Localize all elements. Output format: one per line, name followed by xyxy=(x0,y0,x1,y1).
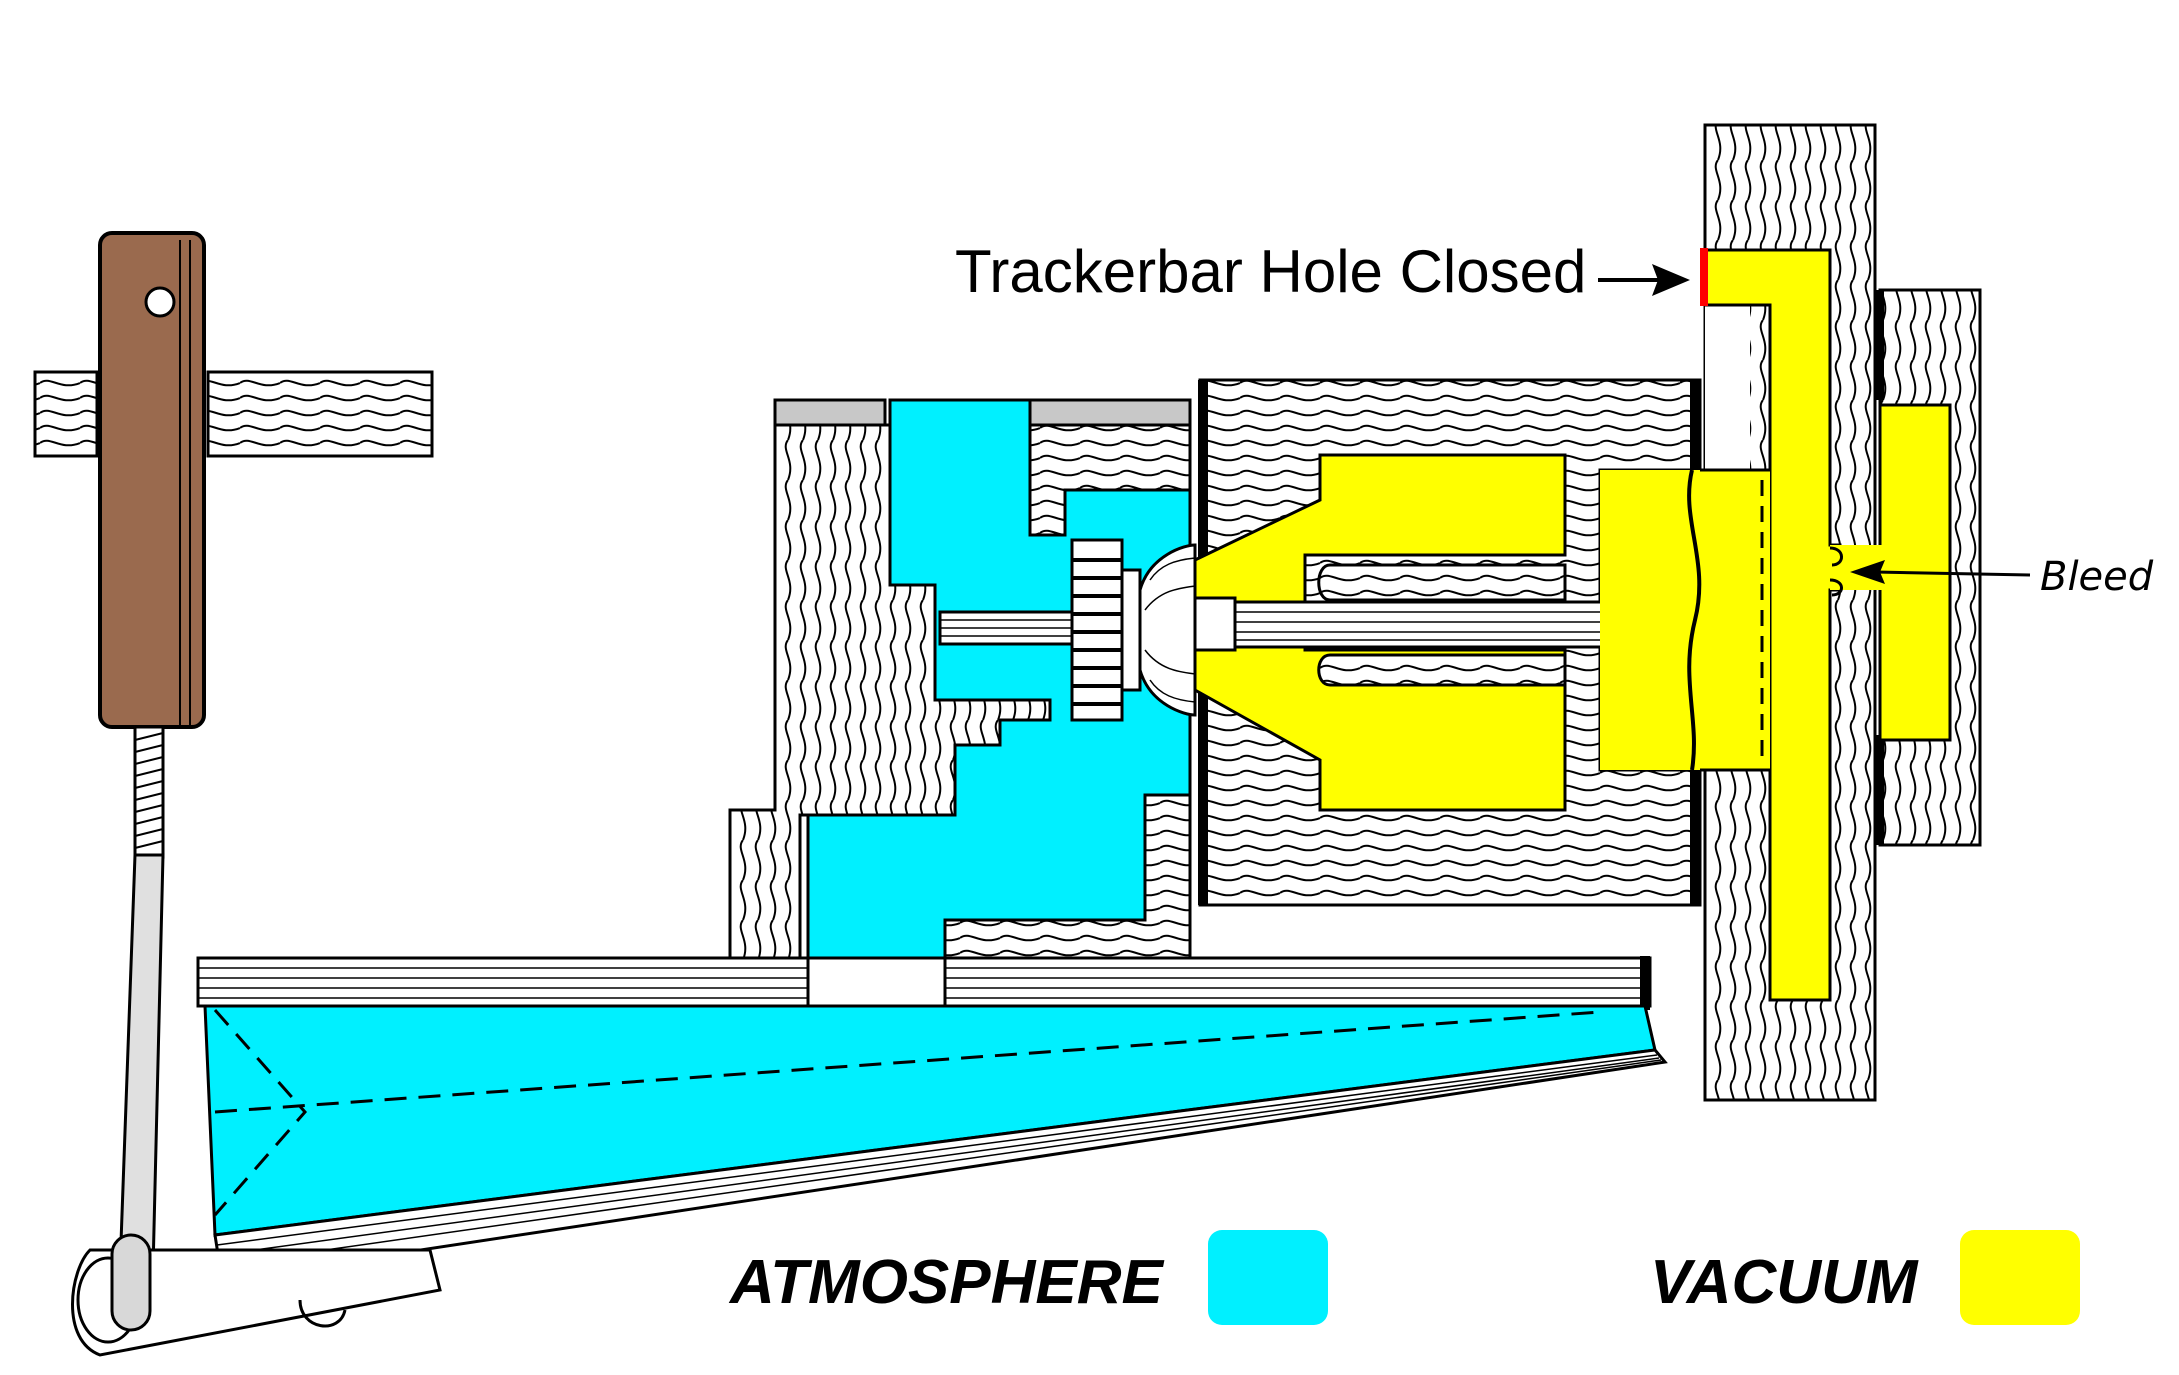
secondary-valve-block xyxy=(1193,378,1702,907)
bleed-label-group: Bleed xyxy=(1850,554,2154,600)
pneumatic-pouch xyxy=(71,956,1668,1357)
trackerbar-label: Trackerbar Hole Closed xyxy=(955,238,1586,305)
pouch-diaphragm xyxy=(1687,469,1702,771)
left-rail xyxy=(33,370,434,458)
bleed-label: Bleed xyxy=(2040,554,2154,600)
bleed-orifice xyxy=(1829,546,1843,597)
vacuum-chamber xyxy=(1193,453,1567,812)
legend: ATMOSPHERE VACUUM xyxy=(728,1230,2080,1325)
primary-valve-block xyxy=(728,398,1197,960)
legend-vacuum-swatch xyxy=(1960,1230,2080,1325)
lever-hole xyxy=(144,286,176,318)
trackerbar-block xyxy=(1600,123,1982,1102)
hinge-block xyxy=(71,1248,442,1357)
trackerbar-label-group: Trackerbar Hole Closed xyxy=(955,238,1690,305)
pouch-air-wedge xyxy=(203,1004,1657,1237)
legend-vacuum-label: VACUUM xyxy=(1650,1248,1919,1317)
pull-wire xyxy=(118,853,165,1272)
trackerbar-hole-mark xyxy=(1700,248,1708,306)
sticker-lever xyxy=(98,231,206,1272)
legend-atmosphere-swatch xyxy=(1208,1230,1328,1325)
bleed-arrow-icon xyxy=(1850,560,1885,584)
legend-atmosphere-label: ATMOSPHERE xyxy=(728,1248,1165,1317)
valve-dome xyxy=(1138,543,1197,717)
trackerbar-arrow-icon xyxy=(1652,264,1690,296)
